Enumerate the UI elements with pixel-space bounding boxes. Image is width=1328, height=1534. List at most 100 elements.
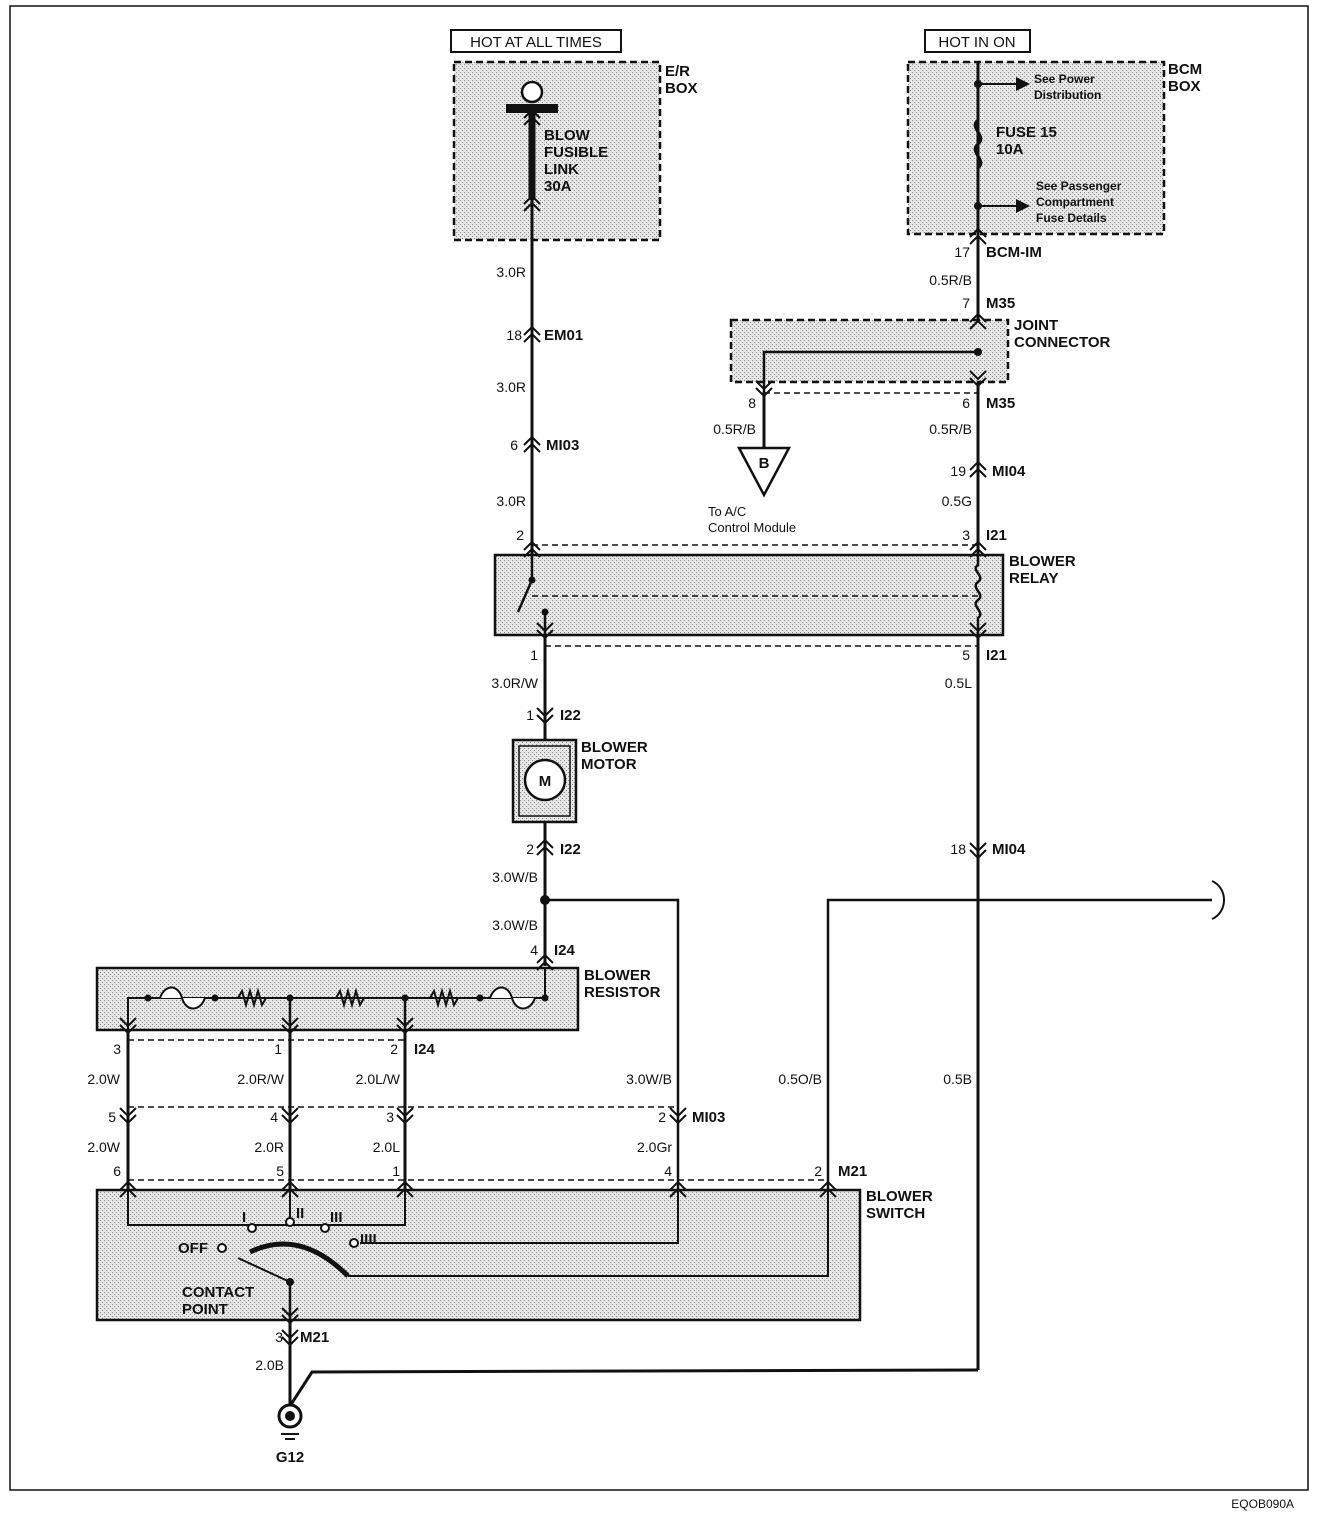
see-power-label-1: See Power bbox=[1034, 72, 1095, 86]
connector-chevron-20-0 bbox=[119, 1114, 137, 1125]
connector-chevron-23-1 bbox=[669, 1107, 687, 1118]
connector-chevron-10-0 bbox=[969, 540, 987, 551]
pin-4-mi03: 4 bbox=[270, 1109, 278, 1125]
ac-module-label-1: To A/C bbox=[708, 504, 746, 519]
connector-chevron-5-1 bbox=[969, 234, 987, 245]
switch-common-wire bbox=[348, 1190, 829, 1277]
blower-relay-box bbox=[493, 553, 1005, 637]
connector-chevron-3-1 bbox=[523, 442, 541, 453]
connector-chevron-29-0 bbox=[281, 1314, 299, 1325]
wire-label-3-0WB-a: 3.0W/B bbox=[492, 869, 538, 885]
blower-motor-symbol: M bbox=[539, 773, 552, 790]
connector-chevron-10-1 bbox=[969, 547, 987, 558]
wire-label-0-5RB-a: 0.5R/B bbox=[929, 272, 972, 288]
connector-chevron-15-1 bbox=[969, 842, 987, 853]
pin-1-i21: 1 bbox=[530, 647, 538, 663]
wire-label-2-0RW: 2.0R/W bbox=[237, 1071, 284, 1087]
blower-motor-label-1: BLOWER bbox=[581, 739, 648, 756]
hot-at-all-times-box bbox=[450, 29, 622, 53]
wire-label-0-5G: 0.5G bbox=[942, 493, 972, 509]
wire-3-0WB-branch bbox=[545, 898, 680, 1190]
pin-3-m21: 3 bbox=[275, 1329, 283, 1345]
pin-4-i24: 4 bbox=[530, 942, 538, 958]
connector-chevron-2-0 bbox=[523, 325, 541, 336]
pin-1-i24: 1 bbox=[274, 1041, 282, 1057]
connector-chevron-21-1 bbox=[281, 1107, 299, 1118]
connector-i21-bottom: I21 bbox=[986, 647, 1007, 664]
connector-chevron-8-1 bbox=[755, 380, 773, 391]
contact-point-label-1: CONTACT bbox=[182, 1284, 254, 1301]
fuse-label-1: BLOW bbox=[544, 127, 591, 144]
figure-code: EQOB090A bbox=[1231, 1497, 1294, 1511]
connector-chevron-19-0 bbox=[396, 1024, 414, 1035]
connector-chevron-7-0 bbox=[969, 377, 987, 388]
connector-chevron-9-1 bbox=[969, 467, 987, 478]
switch-contact-1 bbox=[247, 1223, 257, 1233]
connector-chevron-30-1 bbox=[281, 1329, 299, 1340]
connector-chevron-0-0 bbox=[523, 108, 541, 119]
switch-contact-4 bbox=[349, 1238, 359, 1248]
connector-m35-bottom: M35 bbox=[986, 395, 1015, 412]
bcm-box-label-2: BOX bbox=[1168, 78, 1201, 95]
hot-in-on-label: HOT IN ON bbox=[938, 34, 1015, 51]
joint-internal-wire bbox=[762, 350, 978, 392]
wire-label-2-0LW: 2.0L/W bbox=[356, 1071, 401, 1087]
switch-speed-4-label: IIII bbox=[360, 1231, 377, 1248]
resistor-node-d bbox=[401, 994, 409, 1002]
ac-module-symbol: B bbox=[759, 455, 770, 472]
fuse-label-2: FUSIBLE bbox=[544, 144, 608, 161]
connector-chevron-9-0 bbox=[969, 460, 987, 471]
pin-1-m21: 1 bbox=[392, 1163, 400, 1179]
connector-mi03-bottom: MI03 bbox=[692, 1109, 725, 1126]
pin-8-m35: 8 bbox=[748, 395, 756, 411]
switch-speed-3-label: III bbox=[330, 1209, 343, 1226]
blower-resistor-label-1: BLOWER bbox=[584, 967, 651, 984]
connector-mi04-top: MI04 bbox=[992, 463, 1026, 480]
connector-chevron-11-1 bbox=[536, 622, 554, 633]
connector-chevron-1-1 bbox=[523, 201, 541, 212]
switch-off-label: OFF bbox=[178, 1240, 208, 1257]
wire-label-3-0R-a: 3.0R bbox=[496, 264, 526, 280]
see-power-arrow-icon bbox=[1016, 77, 1030, 91]
blower-switch-label-1: BLOWER bbox=[866, 1188, 933, 1205]
switch-contact-off bbox=[217, 1243, 227, 1253]
connector-chevron-2-1 bbox=[523, 332, 541, 343]
wire-label-2-0W-b: 2.0W bbox=[87, 1139, 120, 1155]
pin-5-mi03: 5 bbox=[108, 1109, 116, 1125]
wire-label-0-5RB-b: 0.5R/B bbox=[713, 421, 756, 437]
blower-motor-inner bbox=[518, 745, 571, 817]
relay-coil-icon bbox=[974, 555, 982, 635]
wire-0-5B-ground bbox=[288, 1368, 979, 1407]
pin-17-bcm: 17 bbox=[954, 244, 970, 260]
pin-2-m21: 2 bbox=[814, 1163, 822, 1179]
pin-2-mi03: 2 bbox=[658, 1109, 666, 1125]
connector-chevron-27-1 bbox=[669, 1187, 687, 1198]
relay-contact-a bbox=[528, 576, 536, 584]
connector-chevron-16-0 bbox=[536, 953, 554, 964]
pin-3-i24: 3 bbox=[113, 1041, 121, 1057]
connector-m35-top: M35 bbox=[986, 295, 1015, 312]
fuse-15-label-1: FUSE 15 bbox=[996, 124, 1057, 141]
er-box-label-2: BOX bbox=[665, 80, 698, 97]
connector-chevron-17-0 bbox=[119, 1024, 137, 1035]
connector-chevrons bbox=[119, 108, 987, 1347]
connector-chevron-6-1 bbox=[969, 319, 987, 330]
hot-in-on-box bbox=[924, 29, 1031, 53]
blower-resistor-label-2: RESISTOR bbox=[584, 984, 661, 1001]
ac-module-label-2: Control Module bbox=[708, 520, 796, 535]
fuse-15-icon bbox=[973, 118, 983, 170]
blower-motor-icon bbox=[523, 758, 567, 802]
pin-2-i21: 2 bbox=[516, 527, 524, 543]
resistor-icon-2 bbox=[335, 987, 365, 1009]
resistor-node-c bbox=[286, 994, 294, 1002]
wire-label-0-5L: 0.5L bbox=[945, 675, 972, 691]
connector-chevron-21-0 bbox=[281, 1114, 299, 1125]
connector-chevron-17-1 bbox=[119, 1017, 137, 1028]
resistor-icon-1 bbox=[237, 987, 267, 1009]
see-pass-label-1: See Passenger bbox=[1036, 179, 1122, 193]
pin-2-i24: 2 bbox=[390, 1041, 398, 1057]
pin-19-mi04: 19 bbox=[950, 463, 966, 479]
switch-contact-3 bbox=[320, 1223, 330, 1233]
wire-label-2-0B: 2.0B bbox=[255, 1357, 284, 1373]
